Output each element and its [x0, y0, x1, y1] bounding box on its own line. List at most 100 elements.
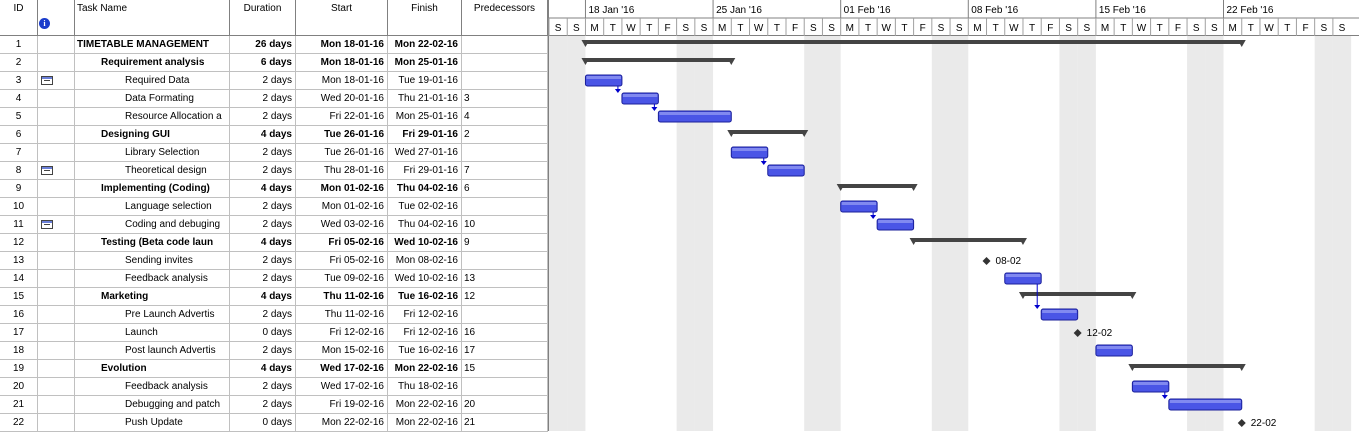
- task-finish-cell[interactable]: Mon 25-01-16: [388, 108, 462, 126]
- task-start-cell[interactable]: Wed 03-02-16: [296, 216, 388, 234]
- column-header-id[interactable]: ID: [0, 0, 38, 36]
- task-name-cell[interactable]: Post launch Advertis: [75, 342, 230, 360]
- task-duration-cell[interactable]: 4 days: [230, 234, 296, 252]
- task-name-cell[interactable]: Feedback analysis: [75, 378, 230, 396]
- task-start-cell[interactable]: Mon 22-02-16: [296, 414, 388, 432]
- task-start-cell[interactable]: Mon 01-02-16: [296, 198, 388, 216]
- task-finish-cell[interactable]: Wed 10-02-16: [388, 270, 462, 288]
- indicator-cell[interactable]: [38, 360, 75, 378]
- task-pred-cell[interactable]: 4: [462, 108, 548, 126]
- task-name-cell[interactable]: Library Selection: [75, 144, 230, 162]
- task-finish-cell[interactable]: Tue 02-02-16: [388, 198, 462, 216]
- task-id-cell[interactable]: 4: [0, 90, 38, 108]
- task-finish-cell[interactable]: Fri 29-01-16: [388, 162, 462, 180]
- task-pred-cell[interactable]: 21: [462, 414, 548, 432]
- task-start-cell[interactable]: Fri 19-02-16: [296, 396, 388, 414]
- task-duration-cell[interactable]: 2 days: [230, 216, 296, 234]
- task-name-cell[interactable]: Designing GUI: [75, 126, 230, 144]
- task-finish-cell[interactable]: Wed 27-01-16: [388, 144, 462, 162]
- indicator-cell[interactable]: [38, 288, 75, 306]
- indicator-cell[interactable]: [38, 180, 75, 198]
- task-start-cell[interactable]: Wed 17-02-16: [296, 378, 388, 396]
- task-id-cell[interactable]: 9: [0, 180, 38, 198]
- column-header-duration[interactable]: Duration: [230, 0, 296, 36]
- task-pred-cell[interactable]: 16: [462, 324, 548, 342]
- task-finish-cell[interactable]: Tue 16-02-16: [388, 342, 462, 360]
- task-pred-cell[interactable]: 15: [462, 360, 548, 378]
- task-duration-cell[interactable]: 0 days: [230, 324, 296, 342]
- indicator-cell[interactable]: [38, 144, 75, 162]
- indicator-cell[interactable]: [38, 252, 75, 270]
- task-duration-cell[interactable]: 2 days: [230, 252, 296, 270]
- task-duration-cell[interactable]: 4 days: [230, 360, 296, 378]
- column-header-predecessors[interactable]: Predecessors: [462, 0, 548, 36]
- indicator-cell[interactable]: [38, 36, 75, 54]
- indicator-cell[interactable]: [38, 324, 75, 342]
- indicator-cell[interactable]: [38, 378, 75, 396]
- task-pred-cell[interactable]: [462, 378, 548, 396]
- task-name-cell[interactable]: Implementing (Coding): [75, 180, 230, 198]
- task-finish-cell[interactable]: Fri 12-02-16: [388, 324, 462, 342]
- task-duration-cell[interactable]: 2 days: [230, 306, 296, 324]
- task-start-cell[interactable]: Fri 05-02-16: [296, 252, 388, 270]
- task-duration-cell[interactable]: 4 days: [230, 180, 296, 198]
- task-finish-cell[interactable]: Mon 22-02-16: [388, 36, 462, 54]
- task-duration-cell[interactable]: 2 days: [230, 198, 296, 216]
- task-finish-cell[interactable]: Mon 22-02-16: [388, 360, 462, 378]
- task-name-cell[interactable]: Feedback analysis: [75, 270, 230, 288]
- indicator-cell[interactable]: [38, 54, 75, 72]
- indicator-cell[interactable]: [38, 108, 75, 126]
- task-finish-cell[interactable]: Tue 19-01-16: [388, 72, 462, 90]
- task-duration-cell[interactable]: 2 days: [230, 378, 296, 396]
- indicator-cell[interactable]: [38, 90, 75, 108]
- task-start-cell[interactable]: Tue 26-01-16: [296, 144, 388, 162]
- task-id-cell[interactable]: 15: [0, 288, 38, 306]
- indicator-cell[interactable]: [38, 72, 75, 90]
- indicator-cell[interactable]: [38, 126, 75, 144]
- indicator-cell[interactable]: [38, 270, 75, 288]
- task-name-cell[interactable]: Language selection: [75, 198, 230, 216]
- task-start-cell[interactable]: Wed 20-01-16: [296, 90, 388, 108]
- task-duration-cell[interactable]: 2 days: [230, 144, 296, 162]
- task-duration-cell[interactable]: 26 days: [230, 36, 296, 54]
- task-start-cell[interactable]: Thu 28-01-16: [296, 162, 388, 180]
- indicator-cell[interactable]: [38, 396, 75, 414]
- task-start-cell[interactable]: Fri 05-02-16: [296, 234, 388, 252]
- task-name-cell[interactable]: Required Data: [75, 72, 230, 90]
- task-id-cell[interactable]: 6: [0, 126, 38, 144]
- task-name-cell[interactable]: Debugging and patch: [75, 396, 230, 414]
- task-pred-cell[interactable]: 12: [462, 288, 548, 306]
- column-header-task-name[interactable]: Task Name: [75, 0, 230, 36]
- task-start-cell[interactable]: Fri 12-02-16: [296, 324, 388, 342]
- task-duration-cell[interactable]: 2 days: [230, 72, 296, 90]
- task-name-cell[interactable]: Testing (Beta code laun: [75, 234, 230, 252]
- task-pred-cell[interactable]: 10: [462, 216, 548, 234]
- task-duration-cell[interactable]: 6 days: [230, 54, 296, 72]
- task-finish-cell[interactable]: Wed 10-02-16: [388, 234, 462, 252]
- task-id-cell[interactable]: 3: [0, 72, 38, 90]
- task-name-cell[interactable]: Sending invites: [75, 252, 230, 270]
- task-duration-cell[interactable]: 2 days: [230, 270, 296, 288]
- task-pred-cell[interactable]: [462, 54, 548, 72]
- task-pred-cell[interactable]: 3: [462, 90, 548, 108]
- task-start-cell[interactable]: Thu 11-02-16: [296, 306, 388, 324]
- indicator-cell[interactable]: [38, 198, 75, 216]
- task-finish-cell[interactable]: Thu 18-02-16: [388, 378, 462, 396]
- task-finish-cell[interactable]: Mon 22-02-16: [388, 414, 462, 432]
- task-id-cell[interactable]: 13: [0, 252, 38, 270]
- task-name-cell[interactable]: Data Formating: [75, 90, 230, 108]
- task-finish-cell[interactable]: Tue 16-02-16: [388, 288, 462, 306]
- task-pred-cell[interactable]: 17: [462, 342, 548, 360]
- indicator-cell[interactable]: [38, 216, 75, 234]
